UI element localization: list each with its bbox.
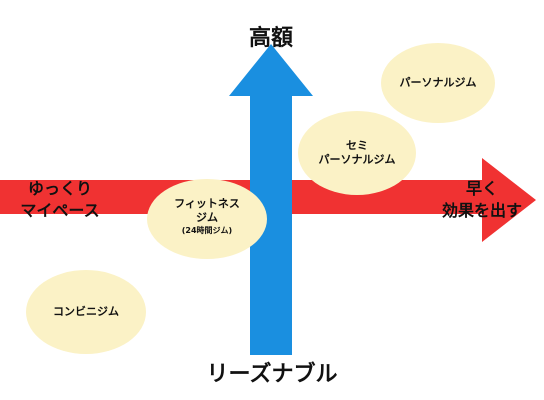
label-semi-personal-gym-line-1: セミ: [346, 139, 368, 152]
label-fitness-gym: フィットネス ジム (24時間ジム): [147, 197, 267, 237]
label-semi-personal-gym-line-2: パーソナルジム: [318, 153, 396, 166]
left-axis-label: ゆっくり マイペース: [4, 178, 116, 222]
label-fitness-gym-line-1: フィットネス: [174, 197, 240, 210]
bubble-fitness-gym: [147, 179, 267, 259]
right-axis-label-line-1: 早く: [465, 179, 498, 198]
label-fitness-gym-line-2: ジム: [196, 211, 218, 224]
label-convenience-gym: コンビニジム: [26, 305, 146, 319]
bubble-personal-gym: [381, 43, 495, 123]
bubble-convenience-gym: [26, 270, 146, 354]
bottom-axis-label: リーズナブル: [206, 362, 338, 387]
label-semi-personal-gym: セミ パーソナルジム: [298, 139, 416, 167]
left-axis-label-line-2: マイペース: [20, 201, 100, 220]
label-personal-gym-line-1: パーソナルジム: [399, 76, 477, 89]
label-personal-gym: パーソナルジム: [381, 76, 495, 90]
top-axis-label: 高額: [248, 26, 293, 51]
right-axis-label: 早く 効果を出す: [430, 178, 534, 222]
bubble-semi-personal-gym: [298, 111, 416, 195]
right-axis-label-line-2: 効果を出す: [441, 201, 522, 220]
label-fitness-gym-note: (24時間ジム): [181, 226, 233, 235]
label-convenience-gym-line-1: コンビニジム: [53, 305, 119, 318]
vertical-arrow: [229, 44, 313, 355]
left-axis-label-line-1: ゆっくり: [27, 179, 92, 198]
